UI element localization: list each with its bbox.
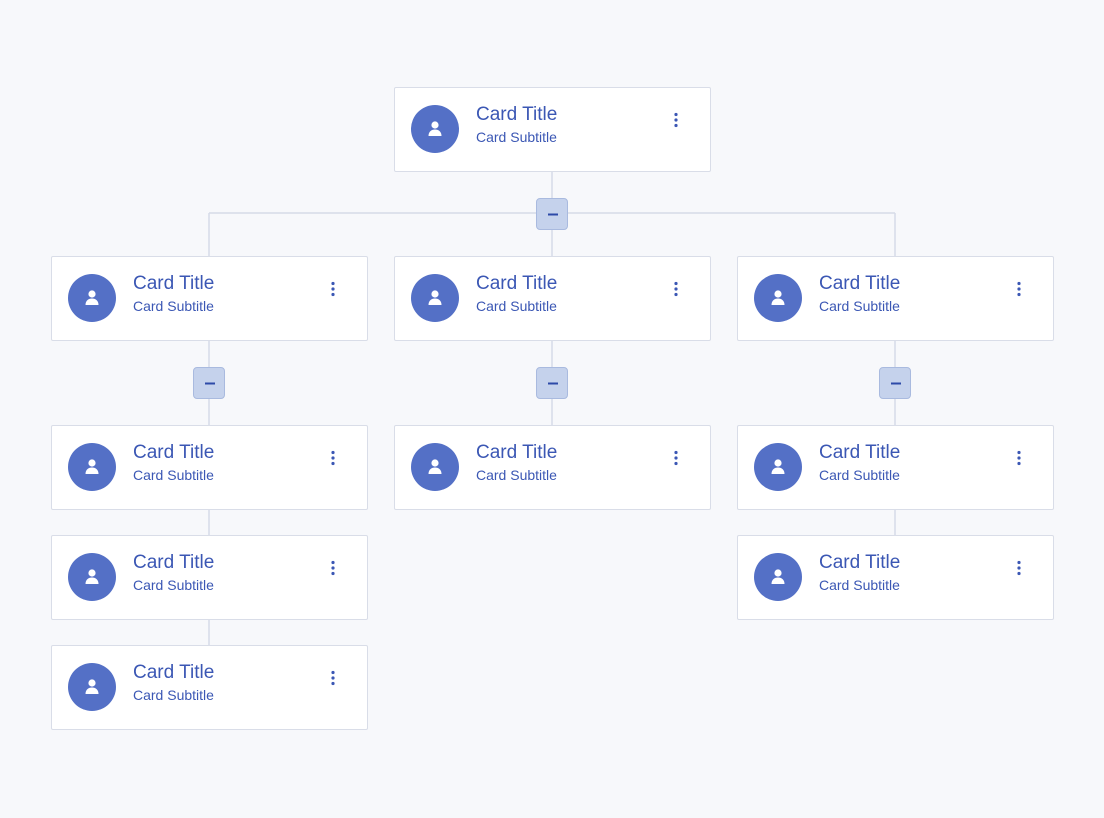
card-subtitle: Card Subtitle [476, 129, 557, 145]
avatar [411, 443, 459, 491]
more-vertical-icon [331, 450, 335, 466]
card-title: Card Title [133, 442, 215, 463]
more-vertical-icon [1017, 281, 1021, 297]
user-icon [771, 569, 785, 584]
avatar [754, 443, 802, 491]
org-card-right-child-2[interactable]: Card Title Card Subtitle [737, 535, 1054, 620]
minus-icon [205, 382, 215, 385]
more-menu-button[interactable] [665, 277, 687, 301]
card-title: Card Title [133, 273, 215, 294]
org-card-left-child-3[interactable]: Card Title Card Subtitle [51, 645, 368, 730]
card-subtitle: Card Subtitle [819, 577, 900, 593]
avatar [68, 274, 116, 322]
collapse-toggle-middle[interactable] [536, 367, 568, 399]
card-title: Card Title [476, 273, 558, 294]
user-icon [85, 290, 99, 305]
card-subtitle: Card Subtitle [476, 298, 557, 314]
org-card-left[interactable]: Card Title Card Subtitle [51, 256, 368, 341]
more-menu-button[interactable] [322, 446, 344, 470]
card-subtitle: Card Subtitle [819, 467, 900, 483]
more-vertical-icon [1017, 450, 1021, 466]
card-title: Card Title [476, 104, 558, 125]
org-card-left-child-2[interactable]: Card Title Card Subtitle [51, 535, 368, 620]
more-vertical-icon [1017, 560, 1021, 576]
user-icon [85, 679, 99, 694]
avatar [754, 553, 802, 601]
avatar [411, 274, 459, 322]
user-icon [85, 459, 99, 474]
org-card-middle-child-1[interactable]: Card Title Card Subtitle [394, 425, 711, 510]
user-icon [428, 290, 442, 305]
org-card-root[interactable]: Card Title Card Subtitle [394, 87, 711, 172]
minus-icon [548, 213, 558, 216]
card-subtitle: Card Subtitle [133, 577, 214, 593]
minus-icon [548, 382, 558, 385]
minus-icon [891, 382, 901, 385]
more-vertical-icon [674, 281, 678, 297]
card-title: Card Title [819, 273, 901, 294]
more-menu-button[interactable] [322, 277, 344, 301]
org-card-left-child-1[interactable]: Card Title Card Subtitle [51, 425, 368, 510]
more-menu-button[interactable] [322, 666, 344, 690]
more-menu-button[interactable] [665, 108, 687, 132]
user-icon [771, 290, 785, 305]
avatar [754, 274, 802, 322]
more-vertical-icon [331, 281, 335, 297]
user-icon [428, 121, 442, 136]
collapse-toggle-root[interactable] [536, 198, 568, 230]
org-card-right[interactable]: Card Title Card Subtitle [737, 256, 1054, 341]
card-subtitle: Card Subtitle [476, 467, 557, 483]
card-subtitle: Card Subtitle [133, 687, 214, 703]
more-vertical-icon [331, 560, 335, 576]
card-title: Card Title [819, 442, 901, 463]
user-icon [771, 459, 785, 474]
user-icon [85, 569, 99, 584]
card-subtitle: Card Subtitle [819, 298, 900, 314]
more-menu-button[interactable] [1008, 556, 1030, 580]
more-menu-button[interactable] [322, 556, 344, 580]
avatar [68, 663, 116, 711]
org-card-right-child-1[interactable]: Card Title Card Subtitle [737, 425, 1054, 510]
card-subtitle: Card Subtitle [133, 298, 214, 314]
card-title: Card Title [819, 552, 901, 573]
collapse-toggle-right[interactable] [879, 367, 911, 399]
card-title: Card Title [133, 662, 215, 683]
avatar [68, 443, 116, 491]
collapse-toggle-left[interactable] [193, 367, 225, 399]
user-icon [428, 459, 442, 474]
org-card-middle[interactable]: Card Title Card Subtitle [394, 256, 711, 341]
avatar [68, 553, 116, 601]
more-vertical-icon [674, 112, 678, 128]
more-vertical-icon [331, 670, 335, 686]
avatar [411, 105, 459, 153]
more-menu-button[interactable] [1008, 446, 1030, 470]
more-menu-button[interactable] [665, 446, 687, 470]
more-vertical-icon [674, 450, 678, 466]
card-title: Card Title [133, 552, 215, 573]
more-menu-button[interactable] [1008, 277, 1030, 301]
card-title: Card Title [476, 442, 558, 463]
card-subtitle: Card Subtitle [133, 467, 214, 483]
